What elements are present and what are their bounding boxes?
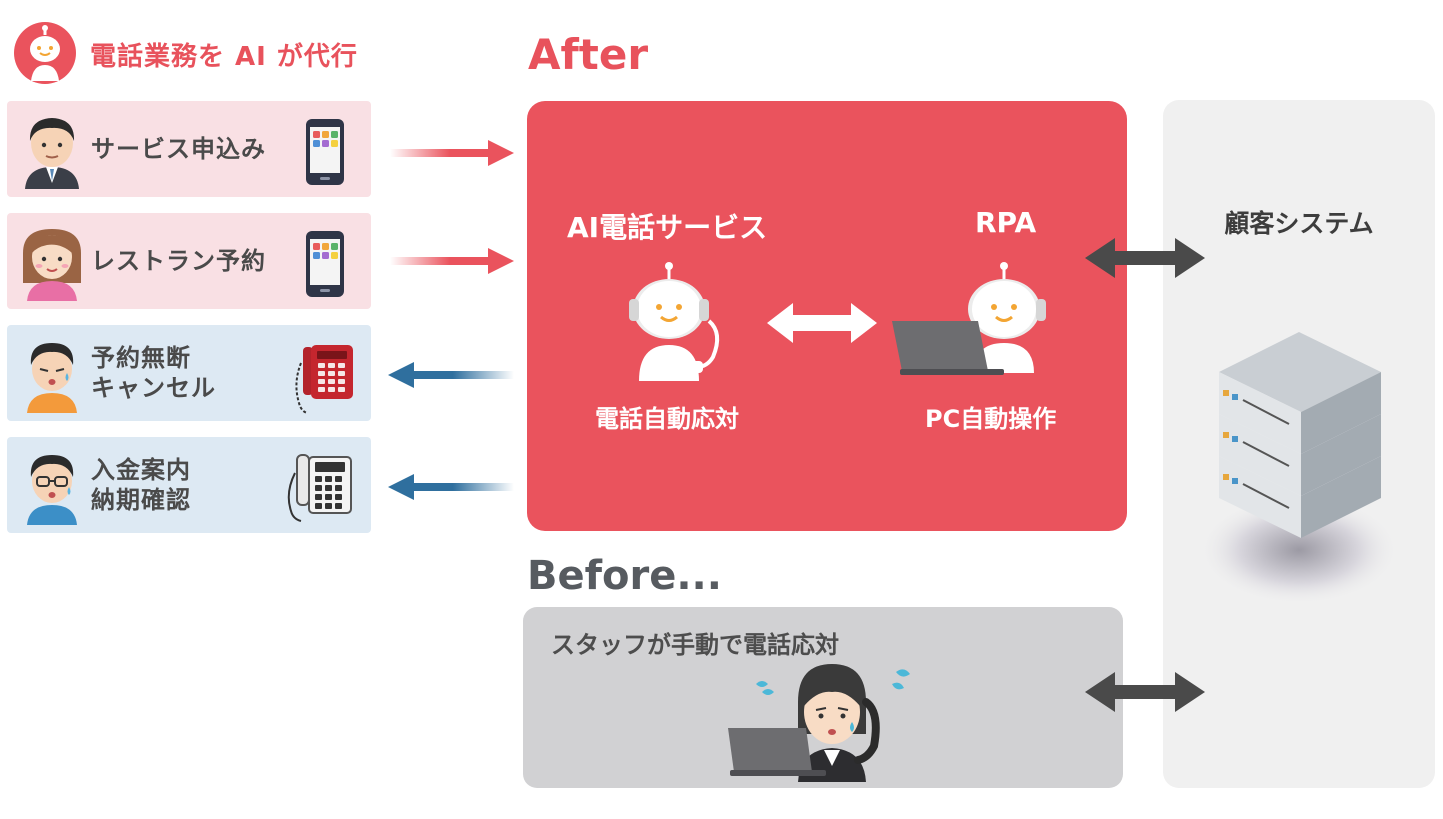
smartphone-icon xyxy=(305,230,345,298)
worried-man-avatar-icon xyxy=(17,335,87,413)
woman-avatar-icon xyxy=(17,223,87,301)
customer-system-panel: 顧客システム xyxy=(1163,100,1435,788)
after-heading: After xyxy=(528,30,649,79)
request-label-line: サービス申込み xyxy=(91,135,266,163)
request-label-line: キャンセル xyxy=(91,374,216,402)
businessman-avatar-icon xyxy=(17,111,87,189)
inbound-arrow xyxy=(390,248,514,274)
bidirectional-arrow-after xyxy=(1085,238,1205,278)
glasses-man-avatar-icon xyxy=(17,447,87,525)
request-label-line: レストラン予約 xyxy=(91,247,266,275)
before-panel: スタッフが手動で電話応対 xyxy=(523,607,1123,788)
outbound-arrow xyxy=(388,474,514,500)
ai-service-title: AI電話サービス xyxy=(567,211,768,244)
page-title: 電話業務を AI が代行 xyxy=(90,42,358,72)
smartphone-icon xyxy=(305,118,345,186)
robot-logo-icon xyxy=(13,21,77,85)
red-desk-phone-icon xyxy=(289,343,355,415)
request-row-restaurant-booking: レストラン予約 xyxy=(7,213,371,309)
request-label: 予約無断 キャンセル xyxy=(91,325,216,421)
request-row-service-signup: サービス申込み xyxy=(7,101,371,197)
before-caption: スタッフが手動で電話応対 xyxy=(551,631,839,659)
request-label: 入金案内 納期確認 xyxy=(91,437,191,533)
after-panel: AI電話サービス RPA xyxy=(527,101,1127,531)
request-label: サービス申込み xyxy=(91,101,266,197)
request-row-payment-delivery: 入金案内 納期確認 xyxy=(7,437,371,533)
request-label: レストラン予約 xyxy=(91,213,266,309)
rpa-title: RPA xyxy=(975,206,1037,239)
pc-robot-icon xyxy=(892,261,1057,383)
server-stack-icon xyxy=(1199,330,1403,610)
bidirectional-arrow-before xyxy=(1085,672,1205,712)
before-heading: Before... xyxy=(527,553,722,599)
request-label-line: 納期確認 xyxy=(91,486,191,514)
phone-robot-icon xyxy=(621,261,731,383)
request-label-line: 予約無断 xyxy=(91,344,191,372)
inbound-arrow xyxy=(390,140,514,166)
staff-on-phone-icon xyxy=(728,662,928,782)
request-row-no-show-cancel: 予約無断 キャンセル xyxy=(7,325,371,421)
ai-caption: 電話自動応対 xyxy=(595,405,739,433)
bidirectional-arrow-white xyxy=(767,303,877,343)
request-label-line: 入金案内 xyxy=(91,456,191,484)
pc-caption: PC自動操作 xyxy=(925,405,1057,433)
outbound-arrow xyxy=(388,362,514,388)
customer-system-title: 顧客システム xyxy=(1224,209,1374,238)
office-phone-icon xyxy=(283,453,353,525)
